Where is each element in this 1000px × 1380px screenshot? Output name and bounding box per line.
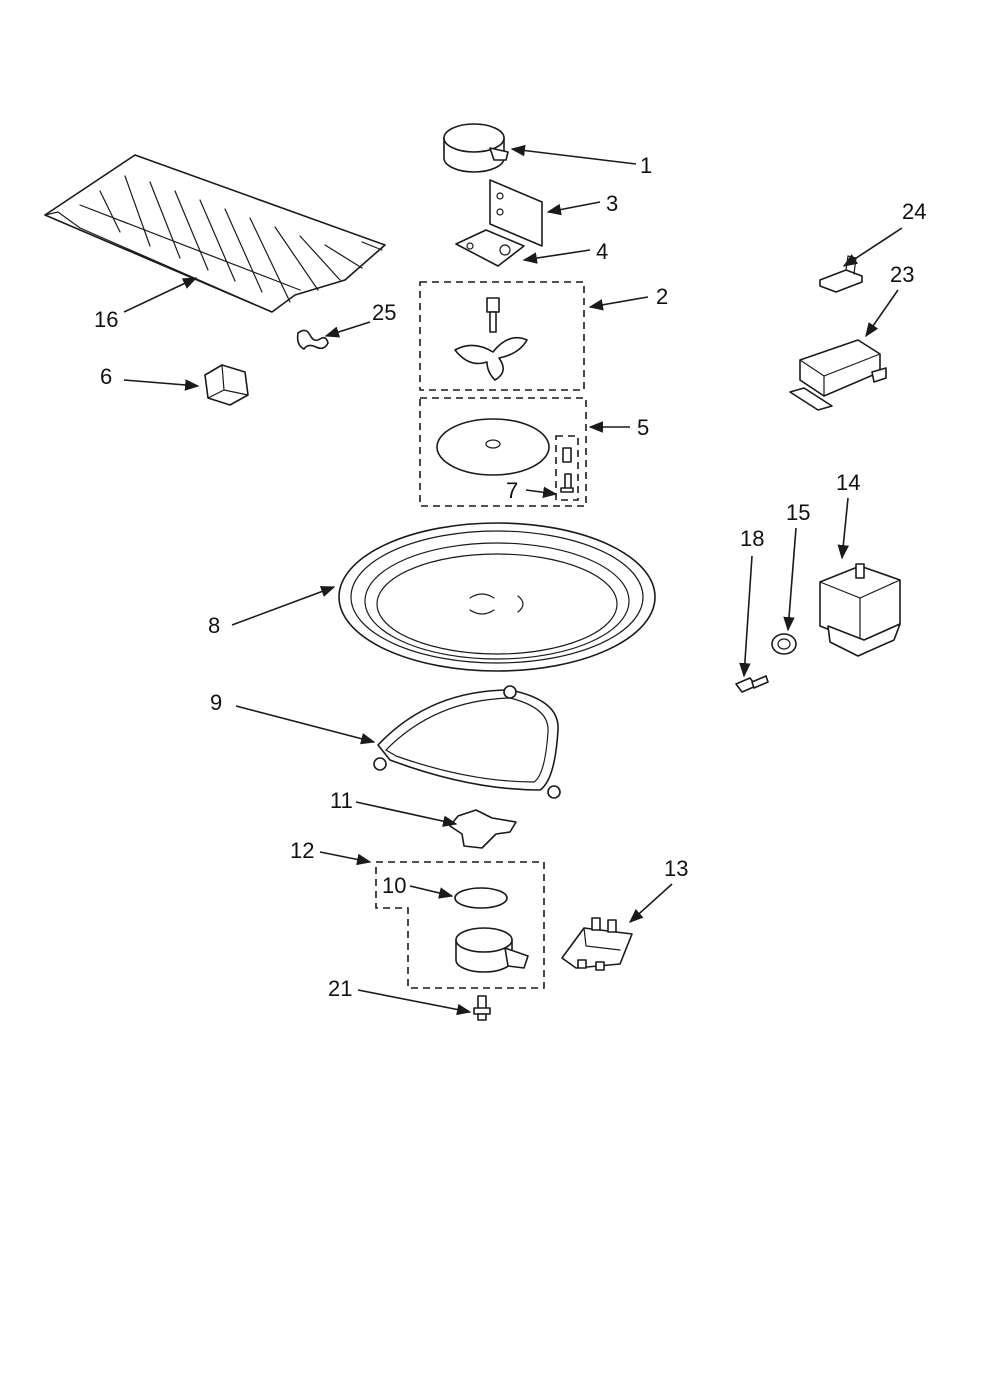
part-number-labels: 1 3 4 2 5 7 8 9 11 12 10 21 13 14 15 18 …: [94, 153, 926, 1001]
magnetron-screw-part: [735, 675, 769, 693]
label-part-10: 10: [382, 873, 406, 898]
fan-blade-part: [454, 336, 528, 381]
turntable-tray-part: [338, 522, 656, 672]
label-part-5: 5: [637, 415, 649, 440]
coupler-part: [204, 364, 249, 406]
small-bracket-part: [819, 255, 863, 293]
label-part-25: 25: [372, 300, 396, 325]
label-part-1: 1: [640, 153, 652, 178]
insulator-sheet-part: [489, 179, 543, 247]
turntable-motor-part: [455, 927, 529, 973]
label-part-13: 13: [664, 856, 688, 881]
label-part-4: 4: [596, 239, 608, 264]
hub-coupler-part: [449, 809, 517, 849]
label-part-24: 24: [902, 199, 926, 224]
stirrer-cover-kit-group: [419, 397, 587, 507]
label-part-3: 3: [606, 191, 618, 216]
magnetron-part: [819, 563, 901, 657]
fan-shaft-part: [486, 297, 500, 333]
label-part-11: 11: [330, 788, 353, 813]
label-part-21: 21: [328, 976, 352, 1001]
label-part-23: 23: [890, 262, 914, 287]
bracket-part: [455, 229, 525, 267]
mounting-bracket-part: [789, 339, 887, 411]
stirrer-screw-part: [560, 447, 574, 493]
stirrer-plate-part: [436, 418, 550, 476]
wire-rack-part: [44, 154, 386, 313]
label-part-18: 18: [740, 526, 764, 551]
screw-part: [473, 995, 491, 1021]
roller-ring-part: [373, 685, 561, 799]
clip-part: [296, 329, 329, 350]
label-part-9: 9: [210, 690, 222, 715]
label-part-16: 16: [94, 307, 118, 332]
terminal-block-part: [561, 917, 633, 971]
motor-part: [443, 123, 509, 173]
label-part-8: 8: [208, 613, 220, 638]
fan-blade-kit-group: [419, 281, 585, 391]
label-part-15: 15: [786, 500, 810, 525]
label-part-2: 2: [656, 284, 668, 309]
motor-cap-part: [454, 887, 508, 909]
label-part-14: 14: [836, 470, 860, 495]
label-part-6: 6: [100, 364, 112, 389]
label-part-12: 12: [290, 838, 314, 863]
leader-lines: [123, 144, 903, 1016]
gasket-part: [771, 633, 797, 655]
label-part-7: 7: [506, 478, 518, 503]
turntable-motor-kit-group: [375, 861, 545, 989]
